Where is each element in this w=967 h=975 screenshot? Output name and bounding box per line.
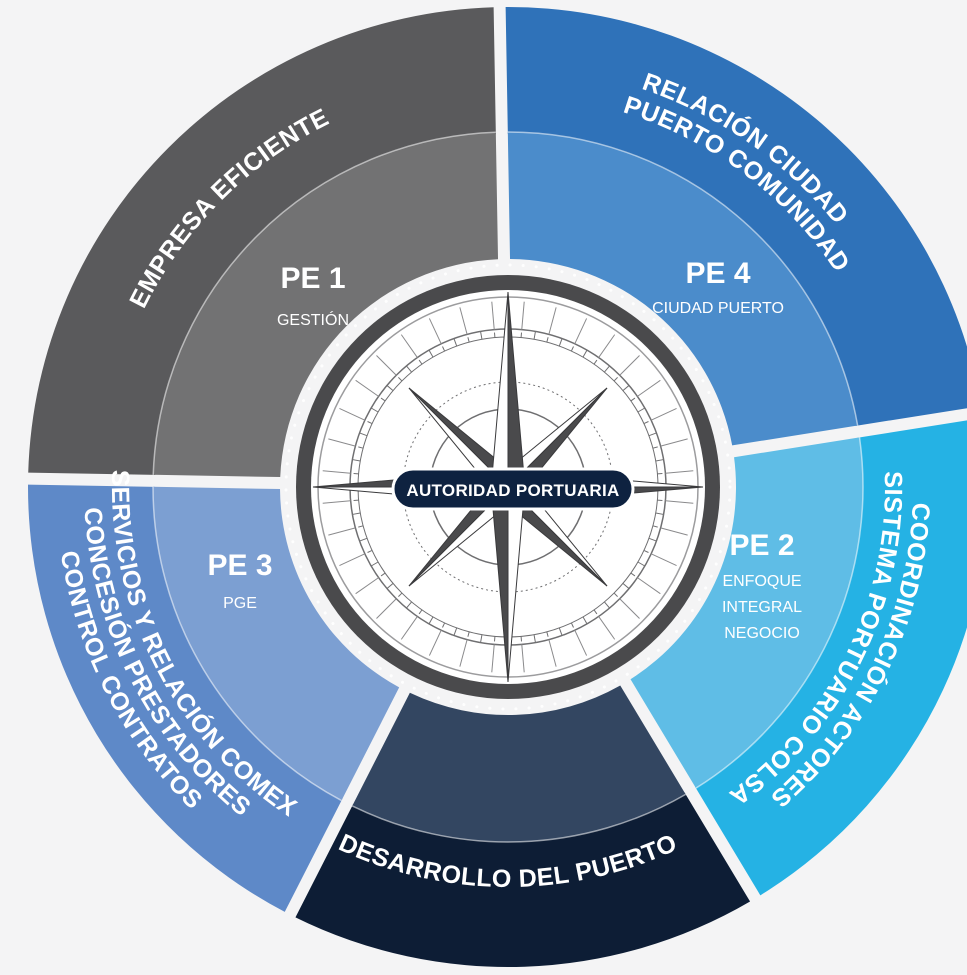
pe1-subtitle: GESTIÓN	[277, 310, 349, 329]
pe2-subtitle-line3: NEGOCIO	[724, 625, 800, 642]
pe3-title: PE 3	[207, 549, 272, 582]
center-badge[interactable]: AUTORIDAD PORTUARIA	[393, 469, 633, 509]
pe2-title: PE 2	[729, 529, 794, 562]
pe4-title: PE 4	[685, 257, 750, 290]
pe2-subtitle-line1: ENFOQUE	[722, 573, 801, 590]
pe1-title: PE 1	[280, 262, 345, 295]
center-badge-label: AUTORIDAD PORTUARIA	[406, 481, 619, 500]
pe2-subtitle-line2: INTEGRAL	[722, 599, 802, 616]
pe3-subtitle: PGE	[223, 595, 257, 612]
pe4-subtitle: CIUDAD PUERTO	[652, 300, 784, 317]
